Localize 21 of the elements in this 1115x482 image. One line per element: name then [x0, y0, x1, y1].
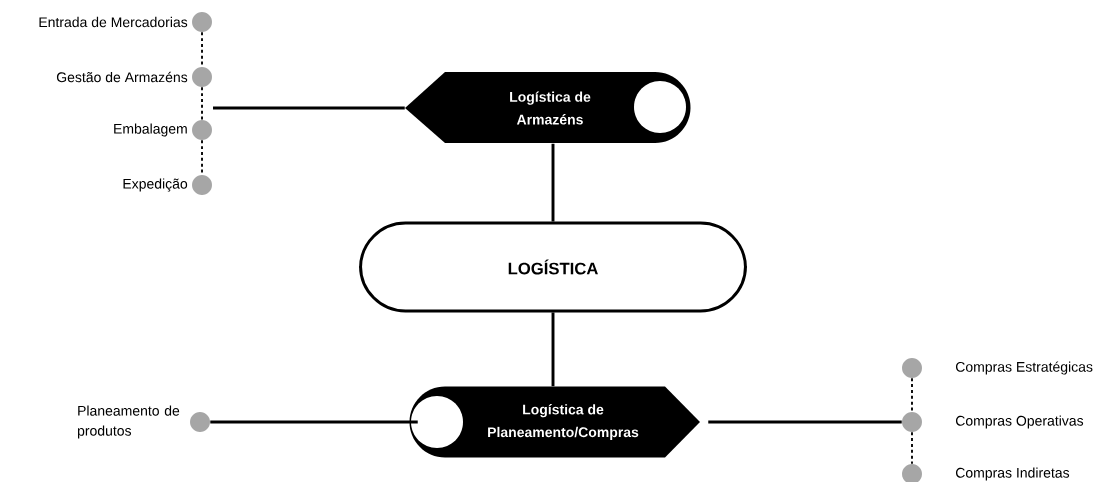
dotted-connector	[201, 31, 203, 68]
dotted-connector	[201, 139, 203, 176]
item-label: Gestão de Armazéns	[56, 71, 188, 83]
dotted-connector	[911, 431, 913, 465]
item-label: Expedição	[123, 178, 188, 192]
item-label: Compras Indiretas	[955, 467, 1070, 481]
tag-box: Logística de Planeamento/Compras	[409, 386, 700, 458]
item-label: Embalagem	[114, 123, 187, 137]
connector-line	[708, 420, 902, 424]
tag-box: Logística de Armazéns	[405, 72, 691, 143]
item-label: Compras Operativas	[955, 415, 1084, 429]
connector-line	[210, 420, 418, 424]
item-label: Compras Estratégicas	[955, 361, 1093, 375]
connector-line	[213, 106, 405, 110]
dotted-connector	[911, 377, 913, 413]
pill-box: LOGÍSTICA	[359, 221, 747, 313]
dotted-connector	[201, 86, 203, 121]
connector-line	[551, 312, 555, 387]
item-label: Entrada de Mercadorias	[39, 16, 188, 28]
item-label: Planeamento de produtos	[78, 405, 180, 439]
connector-line	[551, 143, 555, 222]
